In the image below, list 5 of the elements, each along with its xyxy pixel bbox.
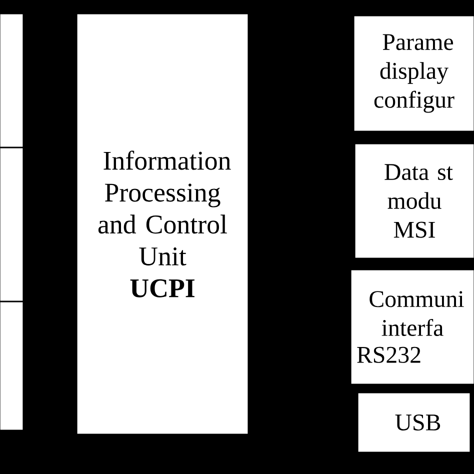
- module-box: Information Processing and Control Unit UCPI: [76, 14, 248, 434]
- module-box: Communi interfa RS232: [350, 270, 474, 384]
- module-box: Data st modu MSI: [354, 144, 474, 258]
- module-box: USB: [358, 392, 470, 452]
- module-box: Parame display configur: [354, 16, 474, 132]
